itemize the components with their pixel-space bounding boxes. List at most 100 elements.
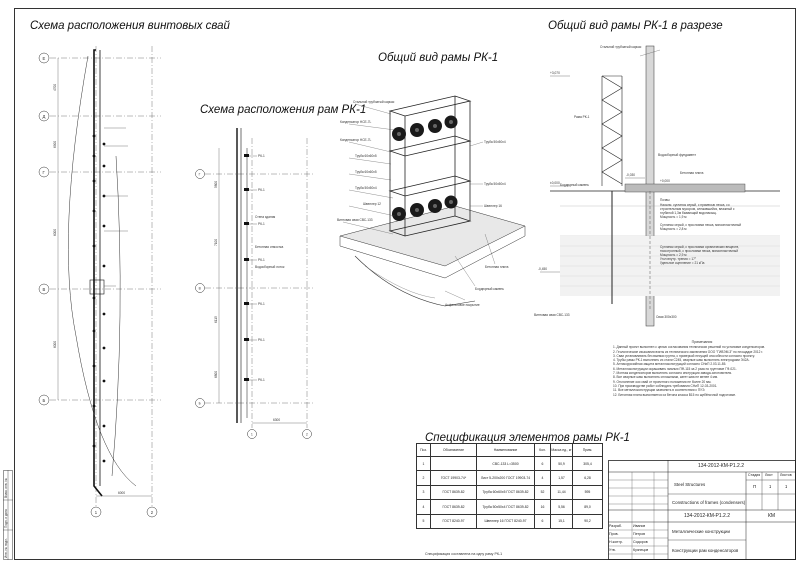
cell-name: Лист 5-200x200 ГОСТ 19903-74 [476, 470, 535, 486]
dim-3: 6000 [53, 229, 57, 236]
title-block: 134-2012-КМ-Р1.2.2 Steel Structures Cons… [608, 460, 796, 560]
note-item: 7. Монтаж конденсаторов выполнять соглас… [613, 371, 733, 376]
sv-geo-8: Суглинок серый, с прослоями органических… [660, 245, 739, 249]
note-item: 5. Антикоррозийная защита металлоконстру… [613, 362, 727, 367]
cell-pos: 5 [416, 513, 431, 529]
spec-header-row: Поз. Обозначение Наименование Кол. Масса… [416, 443, 603, 457]
table-row: 1 СВС-133 L=3500 6 50,9 305,4 [416, 455, 603, 472]
cell-doc: ГОСТ 8639-82 [430, 499, 477, 515]
sv-geo-3: строительным мусором, слежавшийся, влажн… [660, 207, 735, 211]
note-item: 12. Бетонная плита выполняется из бетона… [613, 392, 737, 397]
stamp-object: Constructions of frames (condensers) [672, 500, 746, 505]
cell-mass: 5,56 [550, 499, 573, 515]
cell-note: 305,4 [572, 455, 603, 472]
stamp-name-2: Петров [633, 532, 646, 536]
note-item: 1. Данный проект выполнен с целью соглас… [613, 345, 766, 350]
spec-table-wrapper: Поз. Обозначение Наименование Кол. Масса… [416, 443, 603, 559]
note-item: 8. Все сварные швы выполнять сплошными, … [613, 375, 718, 380]
sv-part-slab: Бетонная плита [680, 171, 704, 175]
stamp-sheets-header: Листов [780, 473, 792, 477]
gv-right-3: Швеллер 16 [484, 204, 502, 208]
sv-geo-4: глубиной 1,3м бывающий водонасыщ. [660, 211, 717, 215]
frame-note-wall: Стена здания [255, 215, 275, 219]
stamp-mark: КМ [768, 513, 776, 519]
cell-doc: ГОСТ 8240-97 [430, 513, 477, 529]
cell-note: 90,2 [572, 513, 603, 529]
cell-name: Труба 50x50x4 ГОСТ 8639-82 [476, 499, 535, 515]
note-item: 10. При производстве работ соблюдать тре… [613, 383, 718, 388]
frame-id-6: РК-1 [258, 338, 265, 342]
sv-geo-12: Удельное сцепление = 21 кПа [660, 261, 705, 265]
frame-id-7: РК-1 [258, 378, 265, 382]
dim-1: 4700 [53, 84, 57, 91]
stamp-name-3: Сидоров [633, 540, 648, 544]
dim-bottom: 6000 [118, 491, 125, 495]
sv-geo-1: Почвы [660, 198, 670, 202]
gv-left-3: Конденсатор НСЕ-7L [340, 138, 371, 142]
dim-4: 6000 [53, 341, 57, 348]
binding-strip: Инв. № подл. Подп. и дата Взам. инв. № [3, 470, 13, 560]
gv-right-4: Бетонная плита [485, 265, 509, 269]
spec-header-qty: Кол. [534, 443, 551, 457]
axis-row-3: Г [43, 170, 46, 175]
cell-mass: 15,1 [550, 513, 573, 529]
sv-geo-2: Насыпь: суглинок серый, с примесью песка… [660, 203, 730, 207]
cell-doc: ГОСТ 19903-74* [430, 470, 477, 486]
title-spec: Спецификация элементов рамы РК-1 [425, 432, 630, 444]
spec-header-mass: Масса ед., кг [550, 443, 573, 457]
spec-header-doc: Обозначение [430, 443, 477, 457]
gv-left-5: Труба 60х60х5 [355, 170, 377, 174]
frame-dim-1: 5800 [214, 181, 218, 188]
gv-left-6: Труба 50х50х4 [355, 186, 377, 190]
note-item: 6. Металлоконструкции окрашивать эмалью … [613, 366, 737, 371]
sv-part-pile2: Свая 300х300 [656, 315, 677, 319]
frame-axis-row-3: Б [199, 402, 201, 406]
cell-name: Труба 60x60x5 ГОСТ 8639-82 [476, 484, 535, 501]
note-item: 9. Отклонение оси свай от проектного пол… [613, 379, 712, 384]
sv-level-1: +3,070 [550, 71, 560, 75]
stamp-desc-1: Металлические конструкции [672, 529, 730, 534]
stamp-role-3: Н.контр. [609, 540, 623, 544]
frame-dim-4: 6800 [214, 371, 218, 378]
table-row: 5 ГОСТ 8240-97 Швеллер 16 ГОСТ 8240-97 6… [416, 513, 603, 529]
spec-header-note: Прим. [572, 443, 603, 457]
cell-note: 595 [572, 484, 603, 501]
sv-geo-6: Суглинок серый, с прослоями песка, мягко… [660, 223, 741, 227]
gv-left-4: Труба 60х60х5 [355, 154, 377, 158]
title-section-view: Общий вид рамы РК-1 в разрезе [548, 20, 723, 32]
gv-left-7: Швеллер 12 [363, 202, 381, 206]
axis-row-2: Д [43, 114, 46, 119]
cell-doc: ГОСТ 8639-82 [430, 484, 477, 501]
spec-header-name: Наименование [476, 443, 535, 457]
drawing-frame [14, 8, 796, 560]
note-item: 3. Сваи устанавливать без выемки грунта,… [613, 353, 755, 358]
gv-left-8: Винтовая свая СВС-133 [337, 218, 373, 222]
sv-part-foundation: Водосборный фундамент [658, 153, 696, 157]
cell-name: СВС-133 L=3500 [476, 455, 535, 472]
notes-heading: Примечания [691, 340, 713, 344]
frame-id-5: РК-1 [258, 302, 265, 306]
cell-pos: 4 [416, 499, 431, 515]
cell-qty: 6 [534, 513, 551, 529]
note-item: 4. Трубы рамы РК-1 выполнять из стали С2… [613, 358, 750, 363]
stamp-code-2: 134-2012-КМ-Р1.2.2 [684, 513, 730, 519]
frame-id-3: РК-1 [258, 222, 265, 226]
piles-plan-drawing: Е Д Г В Б 1 2 4700 6900 6000 6000 6000 [38, 46, 161, 518]
frame-col-dim: 6300 [273, 418, 280, 422]
stamp-stage-header: Стадия [748, 473, 761, 477]
cell-doc [430, 455, 477, 472]
title-piles-plan: Схема расположения винтовых свай [30, 20, 230, 32]
stamp-stage: П [753, 484, 757, 489]
section-view-drawing: +3,070 ±0,000 -0,030 +0,000 -0,450 Сталь… [534, 45, 780, 327]
cell-mass: 1,57 [550, 470, 573, 486]
stamp-role-2: Пров. [609, 532, 619, 536]
stamp-project: Steel Structures [674, 482, 706, 487]
cell-note: 6,28 [572, 470, 603, 486]
table-row: 2 ГОСТ 19903-74* Лист 5-200x200 ГОСТ 199… [416, 470, 603, 486]
sv-top-label: Стальной трубчатый каркас [600, 45, 642, 49]
sv-geo-7: Мощность = 2,8 м [660, 227, 686, 231]
stamp-sheets: 1 [785, 484, 788, 489]
frame-id-4: РК-1 [258, 258, 265, 262]
frame-plan-drawing: РК-1 РК-1 РК-1 РК-1 РК-1 РК-1 РК-1 Стена… [195, 128, 315, 439]
